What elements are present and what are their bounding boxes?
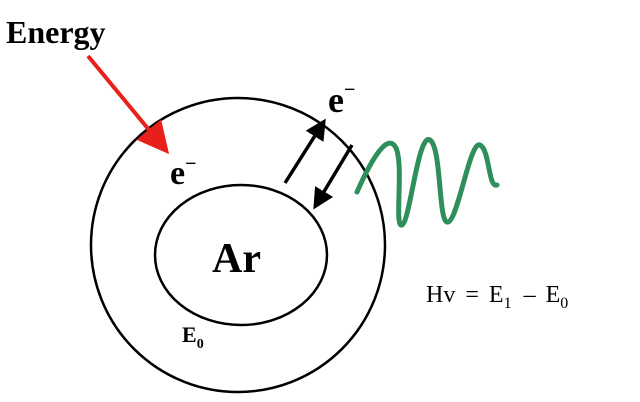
excitation-arrow	[283, 118, 326, 184]
outer-orbit	[89, 96, 387, 394]
ground-level-label: E0	[182, 322, 204, 352]
equation-minus: –	[523, 282, 537, 308]
energy-equation: Hv = E1 – E0	[426, 282, 568, 314]
equation-lhs: Hv	[426, 282, 455, 308]
energy-label: Energy	[6, 14, 106, 50]
equation-e1-subscript: 1	[504, 295, 512, 312]
outer-electron-charge: −	[344, 79, 355, 101]
energy-arrow	[86, 54, 170, 155]
equation-equals: =	[465, 282, 479, 308]
deexcitation-arrow	[313, 144, 354, 210]
inner-electron-charge: −	[185, 153, 196, 175]
ground-level-letter: E	[182, 322, 197, 347]
equation-e1-letter: E	[489, 282, 504, 308]
outer-electron-label: e−	[328, 79, 355, 120]
inner-electron-label: e−	[170, 153, 197, 192]
inner-electron-symbol: e	[170, 155, 185, 192]
photon-wave	[354, 137, 500, 228]
equation-e0-subscript: 0	[560, 295, 568, 312]
outer-electron-symbol: e	[328, 80, 344, 120]
inner-orbit	[153, 183, 329, 327]
equation-e0-letter: E	[546, 282, 561, 308]
atom-label: Ar	[212, 236, 261, 282]
ground-level-subscript: 0	[197, 337, 204, 352]
